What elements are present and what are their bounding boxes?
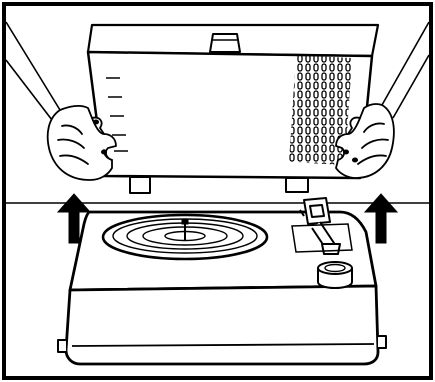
turntable [103,215,267,259]
volume-knob [318,262,352,288]
